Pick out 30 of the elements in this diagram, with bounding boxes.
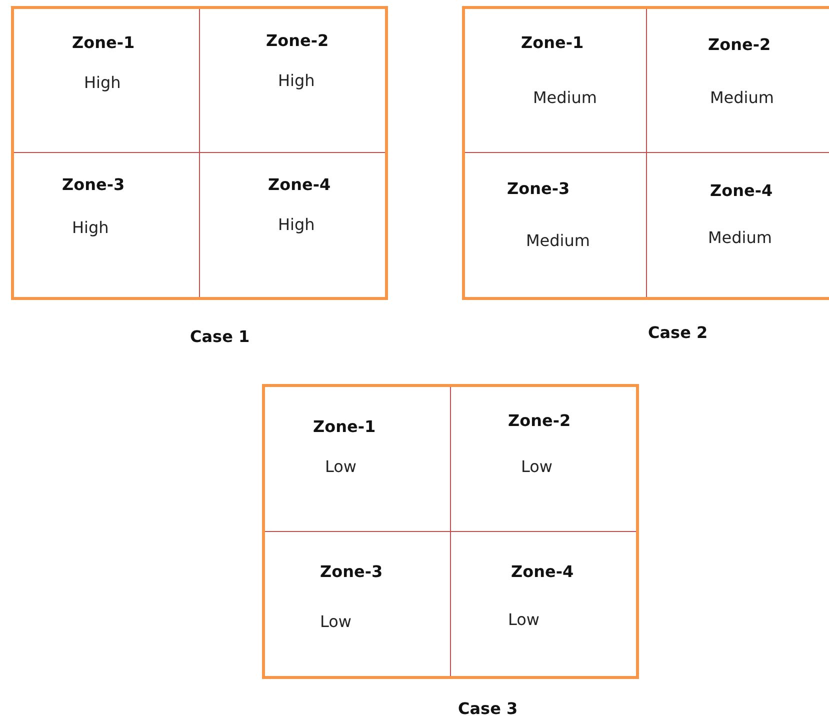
zone-title: Zone-1: [521, 33, 584, 52]
zone-level: Medium: [710, 88, 774, 107]
zone-cell: [265, 387, 451, 532]
zone-level: High: [278, 71, 315, 90]
zone-title: Zone-3: [320, 562, 383, 581]
zone-cell: [14, 9, 200, 153]
zone-level: Medium: [526, 231, 590, 250]
zone-title: Zone-2: [266, 31, 329, 50]
case-caption: Case 3: [458, 699, 518, 718]
zone-level: Medium: [708, 228, 772, 247]
case-caption: Case 2: [648, 323, 708, 342]
zone-title: Zone-1: [313, 417, 376, 436]
zone-title: Zone-4: [511, 562, 574, 581]
zone-title: Zone-1: [72, 33, 135, 52]
zone-level: Low: [508, 610, 540, 629]
zone-title: Zone-2: [508, 411, 571, 430]
zone-title: Zone-4: [710, 181, 773, 200]
zone-level: Low: [521, 457, 553, 476]
case-caption: Case 1: [190, 327, 250, 346]
zone-cell: [465, 9, 647, 153]
zone-level: Low: [320, 612, 352, 631]
zone-level: High: [72, 218, 109, 237]
zone-level: Low: [325, 457, 357, 476]
zone-title: Zone-3: [62, 175, 125, 194]
zone-title: Zone-4: [268, 175, 331, 194]
zone-title: Zone-3: [507, 179, 570, 198]
zone-level: High: [278, 215, 315, 234]
zone-level: Medium: [533, 88, 597, 107]
zone-title: Zone-2: [708, 35, 771, 54]
zone-level: High: [84, 73, 121, 92]
